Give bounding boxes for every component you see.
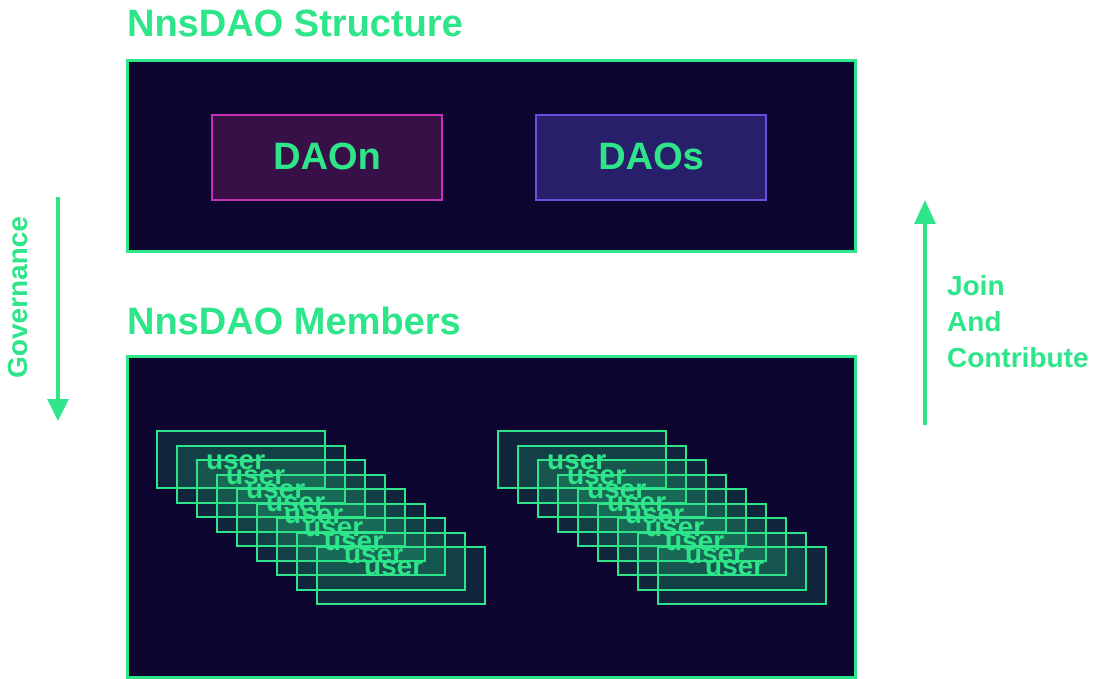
join-label-line: Contribute (947, 342, 1089, 373)
daos-label: DAOs (598, 136, 704, 178)
user-label: user (246, 473, 306, 504)
user-label: user (344, 537, 404, 569)
user-label: user (547, 444, 607, 475)
user-label: user (607, 485, 667, 517)
join-label: Join And Contribute (947, 268, 1089, 376)
daon-box: DAOn (211, 114, 443, 201)
user-label: user (567, 458, 627, 490)
user-label: user (645, 510, 705, 542)
join-label-line: Join (947, 270, 1005, 301)
user-label: user (364, 550, 424, 581)
user-label: user (665, 525, 725, 556)
user-label: user (705, 550, 765, 581)
structure-panel: DAOn DAOs (126, 59, 857, 253)
user-label: user (266, 485, 326, 517)
user-label: user (625, 498, 685, 529)
user-card (637, 531, 807, 591)
daos-box: DAOs (535, 114, 767, 201)
user-label: user (324, 525, 384, 556)
join-arrow (914, 200, 936, 425)
user-label: user (587, 473, 647, 504)
daon-label: DAOn (273, 136, 381, 178)
user-label: user (685, 537, 745, 569)
governance-label: Governance (2, 216, 33, 378)
join-label-line: And (947, 306, 1002, 337)
user-card (316, 546, 486, 605)
structure-title: NnsDAO Structure (127, 3, 463, 45)
user-label: user (206, 444, 266, 475)
governance-arrow (47, 197, 69, 421)
user-label: user (226, 458, 286, 490)
user-label: user (284, 498, 344, 529)
user-label: user (304, 510, 364, 542)
user-card (657, 546, 827, 605)
members-title: NnsDAO Members (127, 301, 461, 343)
user-card (296, 531, 466, 591)
